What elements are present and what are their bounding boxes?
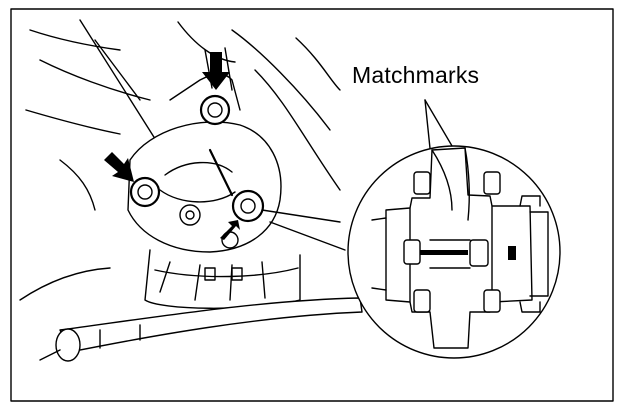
bolt-arrow-icon: [104, 52, 240, 240]
callout-label-matchmarks: Matchmarks: [352, 62, 480, 88]
lower-arm: [39, 297, 363, 362]
frame-border: [10, 8, 614, 402]
bolt-center: [179, 204, 201, 226]
matchmark-line-icon: [420, 246, 516, 260]
bolt-top: [199, 94, 231, 126]
bolt-left: [129, 176, 161, 208]
bolts: [129, 94, 265, 249]
bolt-right: [231, 189, 265, 223]
